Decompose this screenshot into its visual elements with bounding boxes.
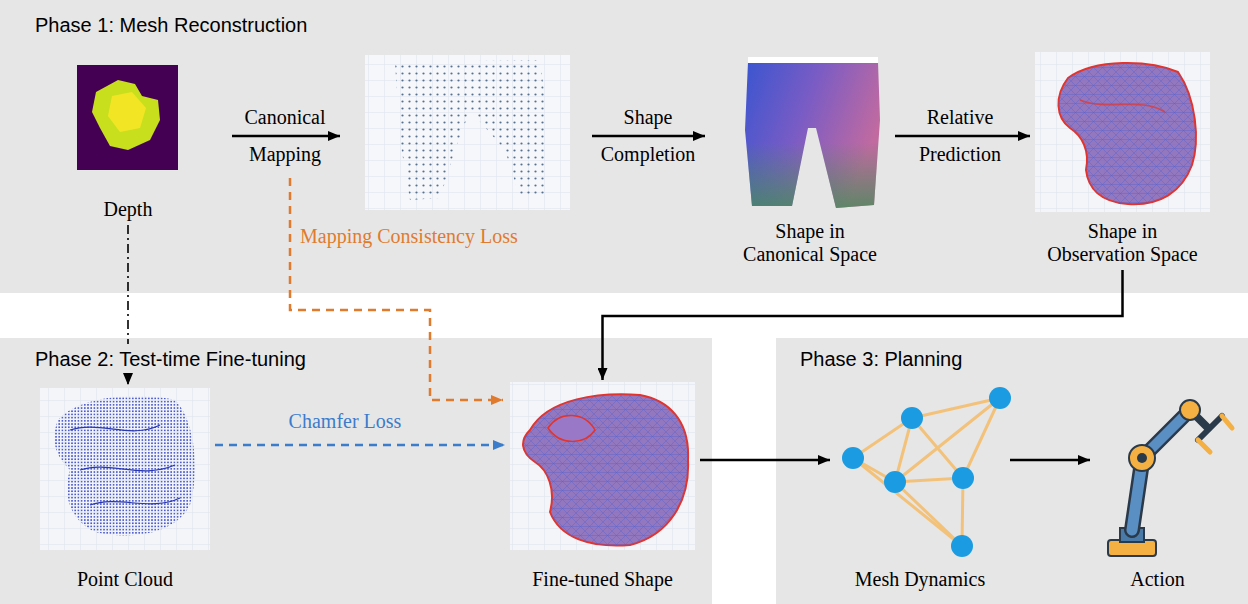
figure-item: Depth	[58, 58, 198, 225]
point-cloud	[395, 60, 548, 200]
canonical-shape	[745, 57, 880, 208]
point-cloud	[54, 396, 195, 535]
figure-caption: Point Cloud	[77, 568, 173, 591]
plot-background	[510, 382, 695, 550]
robot-link	[1132, 462, 1142, 530]
loss-label: Mapping Consistency Loss	[300, 225, 518, 248]
edge-label: Relative Prediction	[910, 99, 1010, 173]
observed-point-cloud	[40, 388, 210, 550]
figure-caption: Action	[1130, 568, 1184, 591]
cloth-mesh	[523, 394, 688, 545]
figure-item: Mesh Dynamics	[830, 380, 1010, 595]
figure-item: Point Cloud	[35, 385, 215, 595]
figure-item: Action	[1090, 380, 1225, 595]
phase-panel: Phase 2: Test-time Fine-tuningPoint Clou…	[0, 338, 712, 604]
process-arrow	[232, 135, 340, 138]
figure-caption: Depth	[104, 198, 153, 221]
plot-background	[365, 55, 570, 210]
depth-background	[77, 65, 178, 170]
fold-bump	[548, 415, 595, 441]
figure-caption: Shape in Observation Space	[1044, 220, 1202, 266]
mesh-graph	[842, 387, 1011, 557]
phase-panel: Phase 3: PlanningMesh Dynamics Action	[776, 338, 1248, 604]
process-arrow	[592, 135, 705, 138]
mesh-lines	[1058, 63, 1195, 204]
figure-item: Fine-tuned Shape	[505, 380, 700, 595]
fold-line	[70, 425, 180, 505]
plot-grid	[40, 388, 210, 550]
canonical-point-cloud	[365, 55, 570, 210]
graph-edges	[853, 398, 1000, 546]
loss-label: Chamfer Loss	[289, 410, 402, 433]
plot-background	[40, 388, 210, 550]
robot-joint	[1180, 400, 1200, 420]
connector-arrow	[603, 270, 1123, 380]
arrow-label: Canonical Mapping	[235, 99, 335, 173]
mesh-lines	[523, 394, 688, 545]
gripper-palm	[1198, 416, 1222, 440]
connector-arrow	[700, 459, 830, 462]
phase-title: Phase 3: Planning	[798, 348, 964, 371]
figure-caption: Mesh Dynamics	[855, 568, 986, 591]
connector-arrow	[127, 225, 129, 385]
arrow-label: Shape Completion	[593, 99, 703, 173]
fold-line	[1080, 100, 1165, 112]
connector-arrow	[895, 135, 1030, 138]
robot-link	[1132, 462, 1142, 530]
phase-title: Phase 1: Mesh Reconstruction	[33, 14, 309, 37]
depth-image	[77, 65, 178, 170]
connector-arrow	[1010, 459, 1090, 462]
figure-caption: Shape in Canonical Space	[739, 220, 881, 266]
graph-nodes	[842, 387, 1011, 557]
robot-joint-hub	[1137, 453, 1147, 463]
depth-highlight	[108, 92, 146, 132]
plot-background	[1035, 52, 1210, 212]
plot-grid	[510, 382, 695, 550]
figure-item: Shape in Observation Space	[1030, 48, 1215, 270]
figure-caption: Fine-tuned Shape	[532, 568, 673, 591]
fine-tuned-shape	[510, 382, 695, 550]
loss-arrow	[290, 178, 503, 400]
phase-title: Phase 2: Test-time Fine-tuning	[33, 348, 308, 371]
robot-arm	[1108, 400, 1232, 556]
gripper-finger	[1198, 416, 1232, 452]
robot-link	[1142, 410, 1190, 458]
pants-rim	[748, 57, 878, 63]
plot-grid	[1035, 52, 1210, 212]
robot-joint	[1129, 445, 1155, 471]
observation-shape	[1035, 52, 1210, 212]
robot-link	[1142, 410, 1190, 458]
figure-item: Shape in Canonical Space	[725, 48, 895, 270]
robot-pedestal	[1120, 528, 1144, 542]
plot-grid	[365, 55, 570, 210]
robot-wrist	[1190, 410, 1208, 428]
depth-blob	[92, 80, 160, 150]
pants-shading	[745, 62, 880, 208]
pants-shape	[745, 62, 880, 208]
connector-arrow	[215, 444, 505, 447]
robot-base	[1108, 540, 1156, 556]
cloth-mesh	[1058, 63, 1195, 204]
